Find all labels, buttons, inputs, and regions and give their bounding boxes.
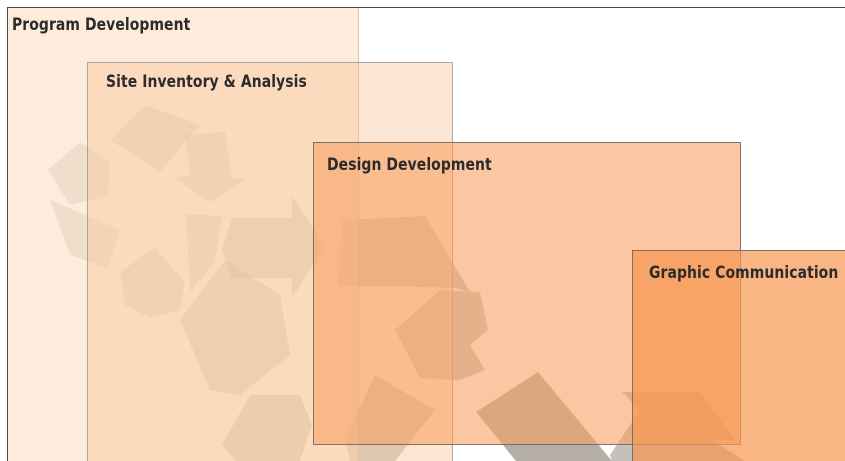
frame-left-line xyxy=(7,7,8,461)
panel-graphic-communication: Graphic Communication xyxy=(632,250,845,461)
panel-label: Graphic Communication xyxy=(649,263,839,283)
panel-label: Program Development xyxy=(12,15,191,35)
panel-label: Design Development xyxy=(327,155,492,175)
panel-label: Site Inventory & Analysis xyxy=(106,72,307,92)
panel-program-development: Program Development xyxy=(8,8,359,461)
frame-top-line xyxy=(8,7,845,8)
